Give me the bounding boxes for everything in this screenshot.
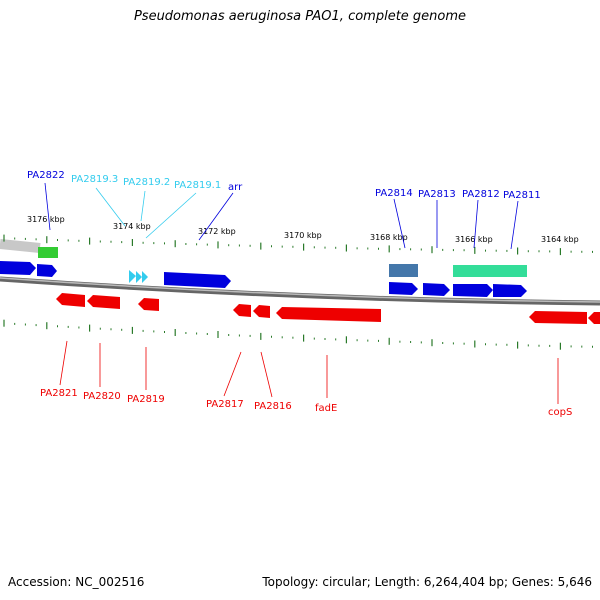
rna-genes [129, 270, 148, 283]
gene-label[interactable]: PA2812 [462, 189, 500, 200]
gene-label[interactable]: PA2819.2 [123, 177, 170, 188]
rna-arrow[interactable] [129, 270, 136, 283]
gene-label[interactable]: PA2811 [503, 190, 541, 201]
rna-arrow[interactable] [142, 271, 148, 283]
grey-feature [0, 239, 41, 253]
accession-text: Accession: NC_002516 [8, 575, 145, 589]
gene-label[interactable]: PA2814 [375, 188, 413, 199]
gene-arrow-reverse[interactable] [138, 298, 159, 311]
gene-arrow-reverse[interactable] [588, 312, 600, 324]
gene-arrow-reverse[interactable] [233, 304, 251, 317]
gene-label[interactable]: PA2821 [40, 388, 78, 399]
gene-arrow-forward[interactable] [0, 261, 36, 275]
steel-feature[interactable] [389, 264, 418, 277]
gene-arrow-forward[interactable] [164, 272, 231, 288]
gene-arrow-forward[interactable] [453, 284, 493, 297]
gene-label[interactable]: PA2816 [254, 401, 292, 412]
scale-label: 3166 kbp [455, 235, 493, 244]
rna-arrow[interactable] [136, 271, 142, 283]
gene-arrow-reverse[interactable] [87, 295, 120, 309]
scale-label: 3170 kbp [284, 231, 322, 240]
forward-genes [0, 261, 527, 297]
map-title: Pseudomonas aeruginosa PAO1, complete ge… [133, 9, 467, 24]
teal-feature-2[interactable] [493, 265, 527, 277]
gene-arrow-reverse[interactable] [253, 305, 270, 318]
teal-feature-1[interactable] [453, 265, 493, 277]
gene-label[interactable]: PA2813 [418, 189, 456, 200]
gene-label[interactable]: fadE [315, 403, 337, 414]
gene-arrow-forward[interactable] [37, 264, 57, 277]
scale-label: 3172 kbp [198, 227, 236, 236]
scale-ticks-top [3, 234, 593, 256]
gene-arrow-reverse[interactable] [56, 293, 85, 307]
gene-arrow-reverse[interactable] [529, 311, 587, 324]
genome-backbone-highlight [0, 277, 600, 303]
forward-label-leaders [44, 182, 519, 250]
genome-summary-text: Topology: circular; Length: 6,264,404 bp… [262, 575, 592, 589]
gene-label[interactable]: PA2822 [27, 170, 65, 181]
scale-labels: 3176 kbp 3174 kbp 3172 kbp 3170 kbp 3168… [27, 215, 579, 244]
gene-label[interactable]: PA2819 [127, 394, 165, 405]
green-feature[interactable] [38, 247, 58, 258]
gene-arrow-forward[interactable] [423, 283, 450, 296]
gene-label[interactable]: PA2819.1 [174, 180, 221, 191]
scale-label: 3176 kbp [27, 215, 65, 224]
genome-backbone [0, 276, 600, 306]
gene-arrow-reverse[interactable] [276, 307, 381, 322]
gene-label[interactable]: PA2819.3 [71, 174, 118, 185]
scale-label: 3168 kbp [370, 233, 408, 242]
scale-label: 3174 kbp [113, 222, 151, 231]
gene-label[interactable]: PA2820 [83, 391, 121, 402]
forward-gene-labels: PA2822 PA2819.3 PA2819.2 PA2819.1 arr PA… [27, 170, 541, 201]
gene-arrow-forward[interactable] [389, 282, 418, 295]
reverse-genes [56, 293, 600, 324]
gene-label[interactable]: arr [228, 182, 243, 193]
scale-ticks-bottom [3, 319, 593, 350]
gene-label[interactable]: PA2817 [206, 399, 244, 410]
gene-arrow-forward[interactable] [493, 284, 527, 297]
reverse-label-leaders [59, 340, 559, 404]
gene-label[interactable]: copS [548, 407, 572, 418]
reverse-gene-labels: PA2821 PA2820 PA2819 PA2817 PA2816 fadE … [40, 388, 572, 418]
scale-label: 3164 kbp [541, 235, 579, 244]
